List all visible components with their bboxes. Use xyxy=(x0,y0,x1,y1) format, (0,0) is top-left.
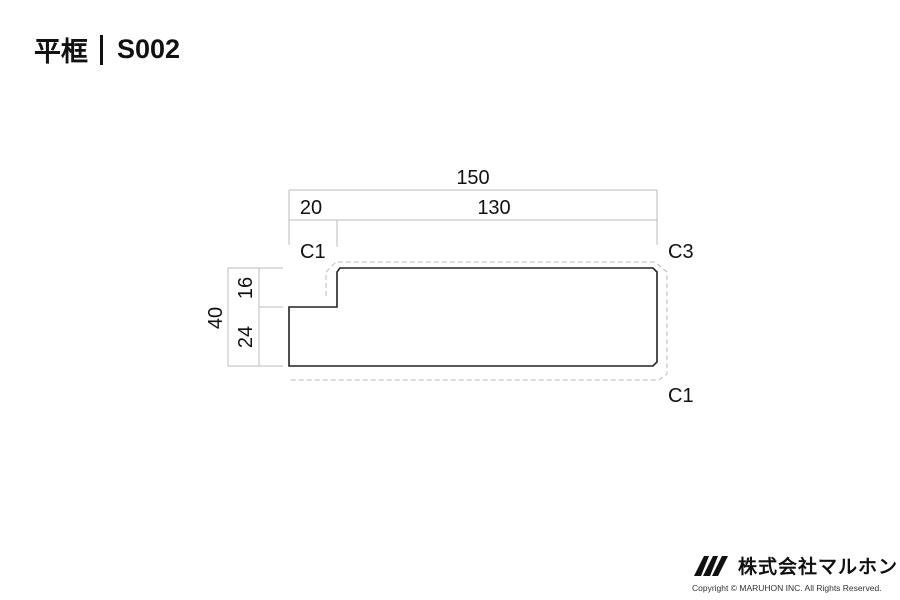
dim-label-24: 24 xyxy=(235,326,257,348)
chamfer-bottom-right: C1 xyxy=(668,385,694,407)
finish-outline-dashed xyxy=(289,261,668,381)
company-logo: 株式会社マルホン xyxy=(692,552,898,579)
chamfer-top-left: C1 xyxy=(300,241,326,263)
profile-code: S002 xyxy=(117,34,181,64)
dim-label-40: 40 xyxy=(205,307,227,329)
dim-label-16: 16 xyxy=(235,277,257,299)
dimension-lines xyxy=(227,189,658,367)
copyright-text: Copyright © MARUHON INC. All Rights Rese… xyxy=(692,583,882,593)
dim-label-150: 150 xyxy=(456,167,489,189)
dim-label-130: 130 xyxy=(477,197,510,219)
profile-category: 平框 xyxy=(34,37,88,67)
maruhon-logo-icon xyxy=(694,555,728,576)
company-name: 株式会社マルホン xyxy=(738,557,899,578)
chamfer-top-right: C3 xyxy=(668,241,694,263)
title-separator xyxy=(100,34,103,65)
profile-shape xyxy=(288,267,658,367)
page-title: 平框 S002 xyxy=(34,30,180,69)
dim-label-20: 20 xyxy=(300,197,322,219)
